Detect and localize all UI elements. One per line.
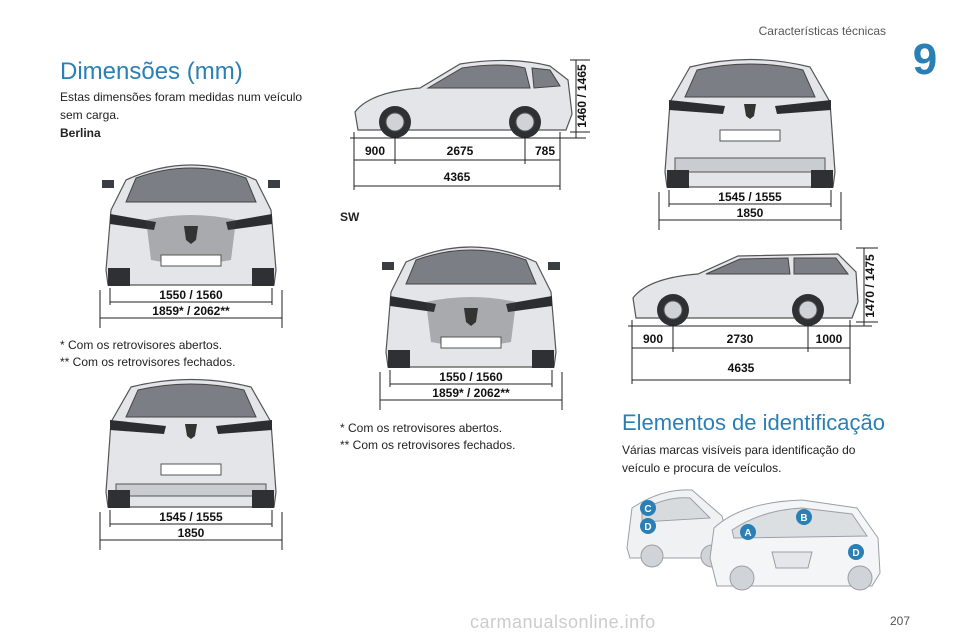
- berlina-side-height: 1460 / 1465: [575, 64, 589, 128]
- identification-diagram: C D A B D: [626, 489, 881, 591]
- sw-side-front-overhang: 900: [643, 332, 663, 346]
- berlina-side-length: 4365: [444, 170, 471, 184]
- berlina-front-diagram: 1550 / 1560 1859* / 2062**: [99, 164, 283, 328]
- berlina-front-width: 1550 / 1560: [159, 288, 223, 302]
- identification-title: Elementos de identificação: [622, 410, 885, 435]
- sw-side-diagram: 1470 / 1475 900 2730 1000 4635: [628, 247, 878, 384]
- dimensions-title: Dimensões (mm): [60, 58, 243, 85]
- sw-side-height: 1470 / 1475: [863, 254, 877, 318]
- marker-c: C: [640, 500, 656, 516]
- berlina-rear-diagram: 1545 / 1555 1850: [99, 378, 283, 550]
- berlina-rear-overall: 1850: [178, 526, 205, 540]
- berlina-label: Berlina: [60, 126, 101, 140]
- sw-side-rear-overhang: 1000: [816, 332, 843, 346]
- dimensions-intro: Estas dimensões foram medidas num veícul…: [60, 90, 303, 122]
- berlina-note-closed: ** Com os retrovisores fechados.: [60, 355, 236, 369]
- sw-note-closed: ** Com os retrovisores fechados.: [340, 438, 516, 452]
- svg-text:D: D: [852, 548, 859, 559]
- watermark: carmanualsonline.info: [470, 612, 656, 632]
- berlina-side-front-overhang: 900: [365, 144, 385, 158]
- sw-rear-diagram: 1545 / 1555 1850: [658, 58, 842, 230]
- berlina-front-width-mirrors: 1859* / 2062**: [152, 304, 230, 318]
- sw-front-width-mirrors: 1859* / 2062**: [432, 386, 510, 400]
- sw-notes: * Com os retrovisores abertos. ** Com os…: [340, 420, 515, 454]
- sw-rear-width: 1545 / 1555: [718, 190, 782, 204]
- marker-b: B: [796, 509, 812, 525]
- marker-d-right: D: [848, 544, 864, 560]
- sw-front-width: 1550 / 1560: [439, 370, 503, 384]
- svg-text:D: D: [644, 522, 651, 533]
- section-title: Características técnicas: [758, 24, 886, 38]
- identification-text: Várias marcas visíveis para identificaçã…: [622, 443, 856, 475]
- chapter-number: 9: [912, 35, 938, 84]
- berlina-note-open: * Com os retrovisores abertos.: [60, 338, 223, 352]
- marker-a: A: [740, 524, 756, 540]
- berlina-rear-width: 1545 / 1555: [159, 510, 223, 524]
- sw-note-open: * Com os retrovisores abertos.: [340, 421, 503, 435]
- sw-side-wheelbase: 2730: [727, 332, 754, 346]
- svg-text:C: C: [644, 504, 651, 515]
- berlina-side-wheelbase: 2675: [447, 144, 474, 158]
- berlina-notes: * Com os retrovisores abertos. ** Com os…: [60, 337, 235, 371]
- sw-front-diagram: 1550 / 1560 1859* / 2062**: [379, 246, 563, 410]
- page-number: 207: [889, 614, 910, 628]
- svg-text:B: B: [800, 513, 807, 524]
- sw-side-length: 4635: [728, 361, 755, 375]
- sw-label: SW: [340, 210, 360, 224]
- berlina-side-diagram: 1460 / 1465 900 2675 785 4365: [350, 59, 590, 190]
- svg-text:A: A: [744, 528, 751, 539]
- sw-rear-overall: 1850: [737, 206, 764, 220]
- berlina-side-rear-overhang: 785: [535, 144, 555, 158]
- marker-d-left: D: [640, 518, 656, 534]
